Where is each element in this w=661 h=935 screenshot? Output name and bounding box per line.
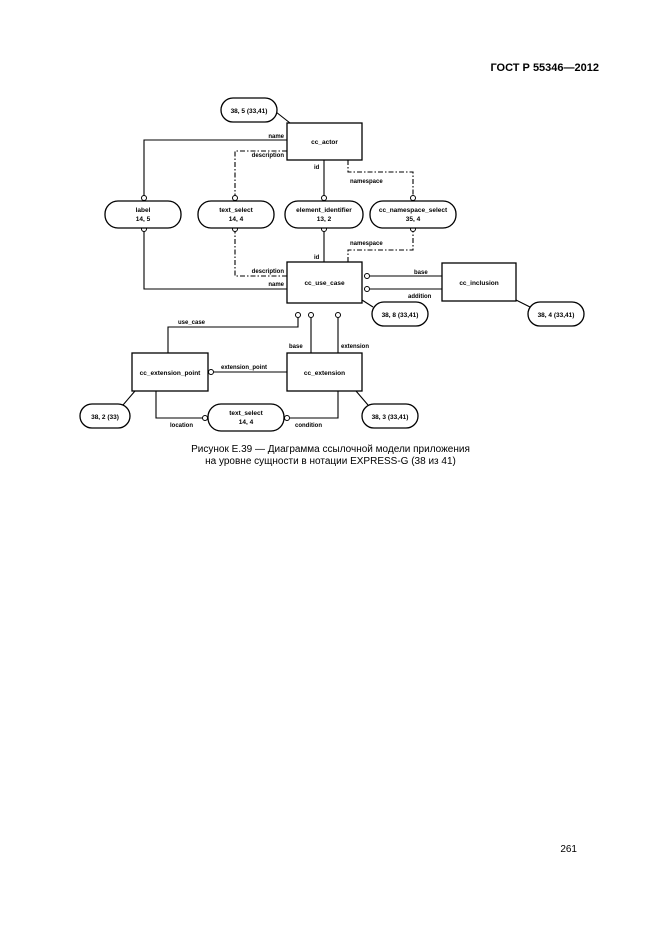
- element-identifier-ref: 13, 2: [317, 216, 332, 223]
- cc-inclusion-label: cc_inclusion: [459, 280, 498, 287]
- use-case-name-attr: name: [268, 282, 284, 288]
- use-case-name-line: [143, 231, 287, 290]
- use-case-ref-line: [361, 299, 374, 308]
- cc-actor-label: cc_actor: [311, 139, 338, 146]
- cc-use-case-entity: cc_use_case: [286, 261, 363, 304]
- condition-endpoint: [284, 415, 290, 421]
- extension-point-attr: extension_point: [221, 365, 267, 371]
- extension-ref-line: [355, 390, 369, 406]
- cc-use-case-label: cc_use_case: [304, 280, 345, 287]
- standard-header: ГОСТ Р 55346—2012: [490, 62, 599, 74]
- cc-extension-label: cc_extension: [304, 370, 345, 377]
- actor-page-ref-text: 38, 5 (33,41): [231, 108, 268, 115]
- text-select-type-2: text_select 14, 4: [207, 403, 285, 432]
- extension-point-ref-line: [122, 390, 136, 406]
- cc-actor-entity: cc_actor: [286, 122, 363, 161]
- text-select-top-endpoint: [232, 195, 238, 201]
- extension-point-endpoint: [208, 369, 214, 375]
- actor-name-attr: name: [268, 134, 284, 140]
- use-case-namespace-attr: namespace: [350, 241, 383, 247]
- cc-extension-point-entity: cc_extension_point: [131, 352, 209, 392]
- actor-namespace-attr: namespace: [350, 179, 383, 185]
- label-type-ref: 14, 5: [136, 216, 151, 223]
- use-case-page-ref-text: 38, 8 (33,41): [382, 312, 419, 319]
- cc-extension-entity: cc_extension: [286, 352, 363, 392]
- text-select-type-1: text_select 14, 4: [197, 200, 275, 229]
- use-case-namespace-line: [347, 231, 414, 262]
- actor-page-ref: 38, 5 (33,41): [220, 97, 278, 123]
- extension-extension-attr: extension: [341, 344, 369, 350]
- actor-namespace-line: [347, 160, 414, 196]
- inclusion-ref-line: [515, 299, 531, 308]
- location-endpoint: [202, 415, 208, 421]
- use-case-description-attr: description: [252, 269, 285, 275]
- text-select-2-name: text_select: [229, 410, 263, 417]
- cc-extension-point-label: cc_extension_point: [140, 370, 202, 377]
- caption-line-1: Рисунок Е.39 — Диаграмма ссылочной модел…: [191, 444, 470, 455]
- cc-namespace-select-type: cc_namespace_select 35, 4: [369, 200, 457, 229]
- use-case-bottom-endpoint-2: [308, 312, 314, 318]
- location-line: [155, 391, 202, 419]
- inclusion-base-endpoint: [364, 273, 370, 279]
- extension-page-ref-text: 38, 3 (33,41): [372, 414, 409, 421]
- extension-base-attr: base: [289, 344, 303, 350]
- actor-description-attr: description: [252, 153, 285, 159]
- extension-page-ref: 38, 3 (33,41): [361, 403, 419, 429]
- inclusion-page-ref-text: 38, 4 (33,41): [538, 312, 575, 319]
- text-select-2-ref: 14, 4: [239, 419, 254, 426]
- text-select-1-ref: 14, 4: [229, 216, 244, 223]
- label-type: label 14, 5: [104, 200, 182, 229]
- caption-line-2: на уровне сущности в нотации EXPRESS-G (…: [205, 456, 456, 467]
- namespace-select-ref: 35, 4: [406, 216, 421, 223]
- namespace-select-name: cc_namespace_select: [379, 207, 448, 214]
- use-case-bottom-endpoint-3: [335, 312, 341, 318]
- location-attr: location: [170, 423, 193, 429]
- page-number: 261: [560, 844, 577, 855]
- cc-inclusion-entity: cc_inclusion: [441, 262, 517, 302]
- use-case-attr: use_case: [178, 320, 206, 326]
- label-type-name: label: [136, 207, 151, 214]
- actor-name-line: [143, 139, 287, 196]
- actor-ref-line: [275, 111, 291, 124]
- use-case-description-line: [234, 231, 287, 277]
- inclusion-page-ref: 38, 4 (33,41): [527, 301, 585, 327]
- condition-attr: condition: [295, 423, 322, 429]
- extension-point-use-case-line: [167, 318, 299, 353]
- extension-point-page-ref: 38, 2 (33): [79, 403, 131, 429]
- extension-point-page-ref-text: 38, 2 (33): [91, 414, 119, 421]
- label-top-endpoint: [141, 195, 147, 201]
- use-case-bottom-endpoint-1: [295, 312, 301, 318]
- use-case-page-ref: 38, 8 (33,41): [371, 301, 429, 327]
- actor-id-attr: id: [314, 165, 320, 171]
- element-identifier-type: element_identifier 13, 2: [284, 200, 364, 229]
- element-identifier-name: element_identifier: [296, 207, 352, 214]
- text-select-1-name: text_select: [219, 207, 253, 214]
- use-case-id-attr: id: [314, 255, 320, 261]
- namespace-select-top-endpoint: [410, 195, 416, 201]
- element-identifier-top-endpoint: [321, 195, 327, 201]
- inclusion-base-attr: base: [414, 270, 428, 276]
- inclusion-addition-attr: addition: [408, 294, 432, 300]
- condition-line: [290, 391, 339, 419]
- inclusion-addition-endpoint: [364, 286, 370, 292]
- actor-description-line: [234, 150, 287, 196]
